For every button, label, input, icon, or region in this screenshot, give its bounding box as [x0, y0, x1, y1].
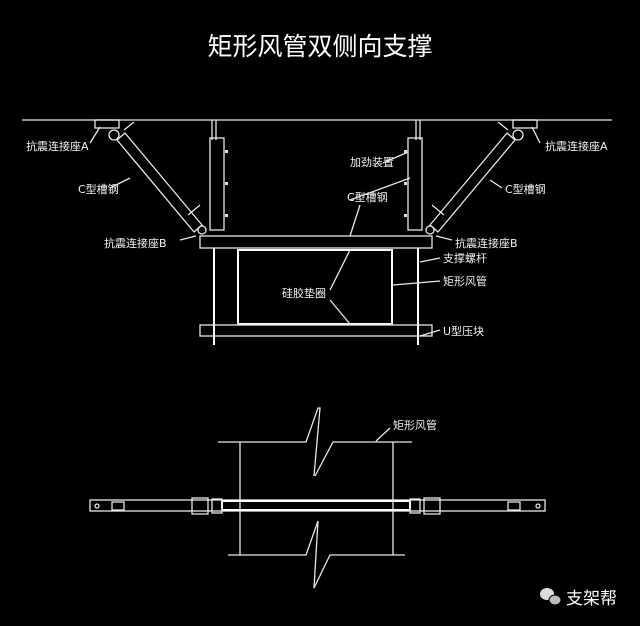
- watermark-text: 支架帮: [566, 589, 617, 609]
- label-support-rod: 支撑螺杆: [443, 251, 487, 265]
- label-c-channel-middle: C型槽钢: [347, 190, 388, 204]
- label-stiffener: 加劲装置: [350, 156, 394, 169]
- right-diagonal-brace: [425, 119, 538, 235]
- label-c-channel-right: C型槽钢: [505, 182, 546, 196]
- leader-lines: [89, 126, 541, 337]
- label-silicone-gasket: 硅胶垫圈: [282, 286, 326, 300]
- right-vertical-channel: [404, 120, 423, 231]
- left-vertical-channel: [209, 120, 228, 231]
- elevation-view: 抗震连接座A 抗震连接座A C型槽钢 加劲装置 C型槽钢 C型槽钢 抗震连接座B…: [22, 119, 612, 345]
- diagram-title: 矩形风管双侧向支撑: [207, 32, 432, 61]
- rect-duct: [237, 249, 393, 325]
- plan-channel: [221, 500, 411, 511]
- label-seismic-seat-b-left: 抗震连接座B: [104, 236, 167, 250]
- u-clamp-beam: [199, 324, 433, 337]
- label-rect-duct: 矩形风管: [443, 274, 487, 288]
- label-seismic-seat-a-left: 抗震连接座A: [26, 139, 89, 153]
- label-rect-duct-plan: 矩形风管: [393, 418, 437, 432]
- label-c-channel-left: C型槽钢: [78, 182, 119, 196]
- label-seismic-seat-b-right: 抗震连接座B: [455, 236, 518, 250]
- wechat-icon: [540, 588, 562, 606]
- plan-view: 矩形风管: [89, 407, 546, 589]
- top-c-channel: [199, 235, 433, 249]
- label-u-clamp: U型压块: [443, 324, 484, 338]
- label-seismic-seat-a-right: 抗震连接座A: [545, 139, 608, 153]
- watermark: 支架帮: [540, 588, 617, 609]
- left-diagonal-brace: [94, 119, 207, 235]
